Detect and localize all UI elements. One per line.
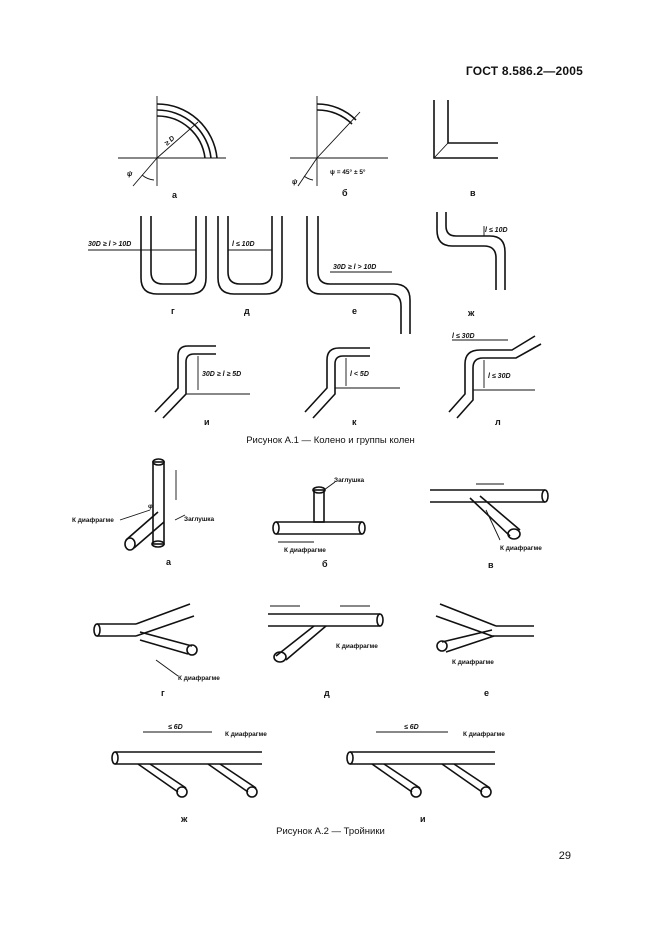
fig1-label-k: к [352,417,357,427]
document-header: ГОСТ 8.586.2—2005 [465,64,583,78]
fig2-i-dist: ≤ 6D [404,724,419,731]
fig2-a-phi: φ [148,503,153,510]
fig1-label-e: е [352,306,357,316]
fig2-label-b: б [322,559,328,569]
figure-a2-caption: Рисунок А.2 — Тройники [276,826,385,837]
fig1-label-l: л [495,417,501,427]
fig1-l-side-dim-text: l ≤ 30D [488,373,511,380]
fig1-group-i: 30D ≥ l ≥ 5D [154,345,250,419]
fig2-tee-zh: ≤ 6D К диафрагме [111,724,267,798]
fig2-label-a: а [166,557,172,567]
fig1-k-dim-text: l < 5D [350,371,369,378]
fig2-tee-d: К диафрагме [268,605,384,663]
fig2-tee-e: К диафрагме [435,603,534,666]
figure-a1-caption: Рисунок А.1 — Колено и группы колен [246,435,415,446]
fig1-label-b: б [342,188,348,198]
fig1-group-e: 30D ≥ l > 10D [306,216,411,334]
fig1-d-dim-text: l ≤ 10D [232,241,255,248]
fig1-group-l: l ≤ 30D l ≤ 30D [448,333,542,419]
fig1-corner-v [433,100,498,159]
fig1-label-g: г [171,306,175,316]
fig1-e-dim-text: 30D ≥ l > 10D [333,264,376,271]
fig2-e-orifice: К диафрагме [452,659,494,666]
fig1-g-dim-text: 30D ≥ l > 10D [88,241,131,248]
fig2-i-orifice: К диафрагме [463,731,505,738]
fig1-b-range-text: ψ = 45° ± 5° [330,168,366,176]
fig1-group-g: 30D ≥ l > 10D [88,216,207,295]
fig1-label-zh: ж [467,308,475,318]
fig2-a-plug: Заглушка [184,516,215,523]
fig2-b-plug: Заглушка [334,477,365,484]
page-number: 29 [558,850,571,862]
fig2-label-i: и [420,814,426,824]
fig2-tee-g: К диафрагме [93,603,220,682]
fig2-a-orifice: К диафрагме [72,517,114,524]
fig1-label-d: д [244,306,250,316]
fig1-b-angle-text: ψ [292,179,298,186]
fig2-label-d: д [324,688,330,698]
fig1-group-zh: l ≤ 10D [436,212,508,290]
fig1-a-angle-text: ψ [127,171,133,178]
fig1-l-top-dim-text: l ≤ 30D [452,333,475,340]
fig2-b-orifice: К диафрагме [284,547,326,554]
fig1-group-k: l < 5D [304,347,400,419]
fig2-zh-dist: ≤ 6D [168,724,183,731]
fig2-tee-a: φ К диафрагме Заглушка [72,458,215,551]
fig2-zh-orifice: К диафрагме [225,731,267,738]
fig2-tee-b: Заглушка К диафрагме [272,477,366,554]
fig1-bend-b: ψ ψ = 45° ± 5° [290,96,388,187]
fig2-label-e: е [484,688,489,698]
fig1-i-dim-text: 30D ≥ l ≥ 5D [202,371,241,378]
fig2-label-v: в [488,560,494,570]
fig2-tee-v: К диафрагме [430,483,549,552]
fig1-zh-dim-text: l ≤ 10D [485,227,508,234]
fig1-group-d: l ≤ 10D [217,216,283,295]
fig1-bend-a: ψ ≥ D [118,96,226,187]
fig1-label-v: в [470,188,476,198]
fig2-tee-i: ≤ 6D К диафрагме [346,724,505,798]
fig1-label-i: и [204,417,210,427]
fig1-a-radius-text: ≥ D [164,135,177,147]
fig2-v-orifice: К диафрагме [500,545,542,552]
fig2-label-g: г [161,688,165,698]
fig2-d-orifice: К диафрагме [336,643,378,650]
fig2-g-orifice: К диафрагме [178,675,220,682]
fig1-label-a: а [172,190,178,200]
fig2-label-zh: ж [180,814,188,824]
